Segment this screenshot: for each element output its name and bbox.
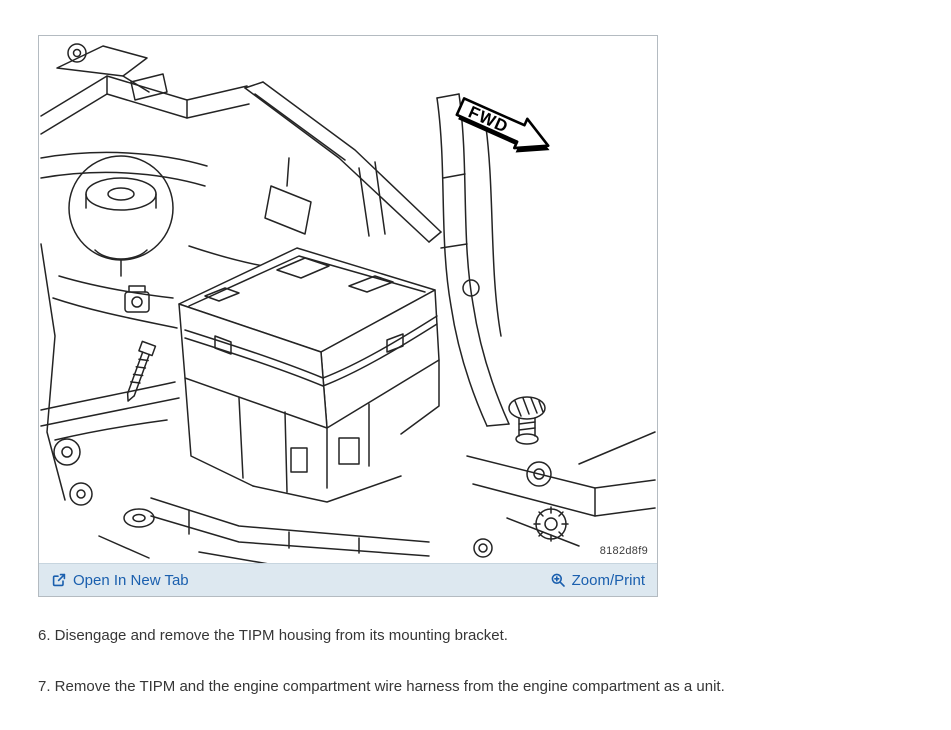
- push-pin-retainer: [124, 285, 150, 313]
- mounting-bracket: [184, 359, 440, 503]
- figure-toolbar: Open In New Tab Zoom/Print: [39, 563, 657, 596]
- zoom-print-link[interactable]: Zoom/Print: [550, 572, 645, 589]
- zoom-icon: [551, 573, 565, 587]
- radiator-support-structure: [40, 43, 442, 243]
- step-6-text: 6. Disengage and remove the TIPM housing…: [38, 627, 508, 644]
- mounting-bolt: [126, 340, 157, 402]
- open-in-new-tab-label: Open In New Tab: [73, 571, 189, 589]
- figure-panel: FWD 8182d8f9 Open In New Tab Zoom/Print: [38, 35, 658, 597]
- engine-diagram-canvas: FWD 8182d8f9: [39, 36, 657, 563]
- lower-frame: [466, 431, 656, 558]
- cowl-pillar: [436, 93, 510, 427]
- reservoir-cap: [68, 155, 174, 277]
- lower-crossmember: [98, 497, 430, 563]
- step-7-text: 7. Remove the TIPM and the engine compar…: [38, 678, 725, 695]
- wire-harness: [40, 381, 180, 528]
- open-in-new-tab-icon: [52, 573, 66, 587]
- open-in-new-tab-link[interactable]: Open In New Tab: [51, 572, 189, 589]
- fwd-arrow: FWD: [455, 97, 550, 153]
- zoom-print-label: Zoom/Print: [571, 571, 645, 589]
- tipm-housing: [178, 247, 440, 429]
- figure-code: 8182d8f9: [599, 545, 648, 557]
- engine-compartment-line-art: FWD: [40, 43, 656, 563]
- stud-cap: [508, 396, 546, 445]
